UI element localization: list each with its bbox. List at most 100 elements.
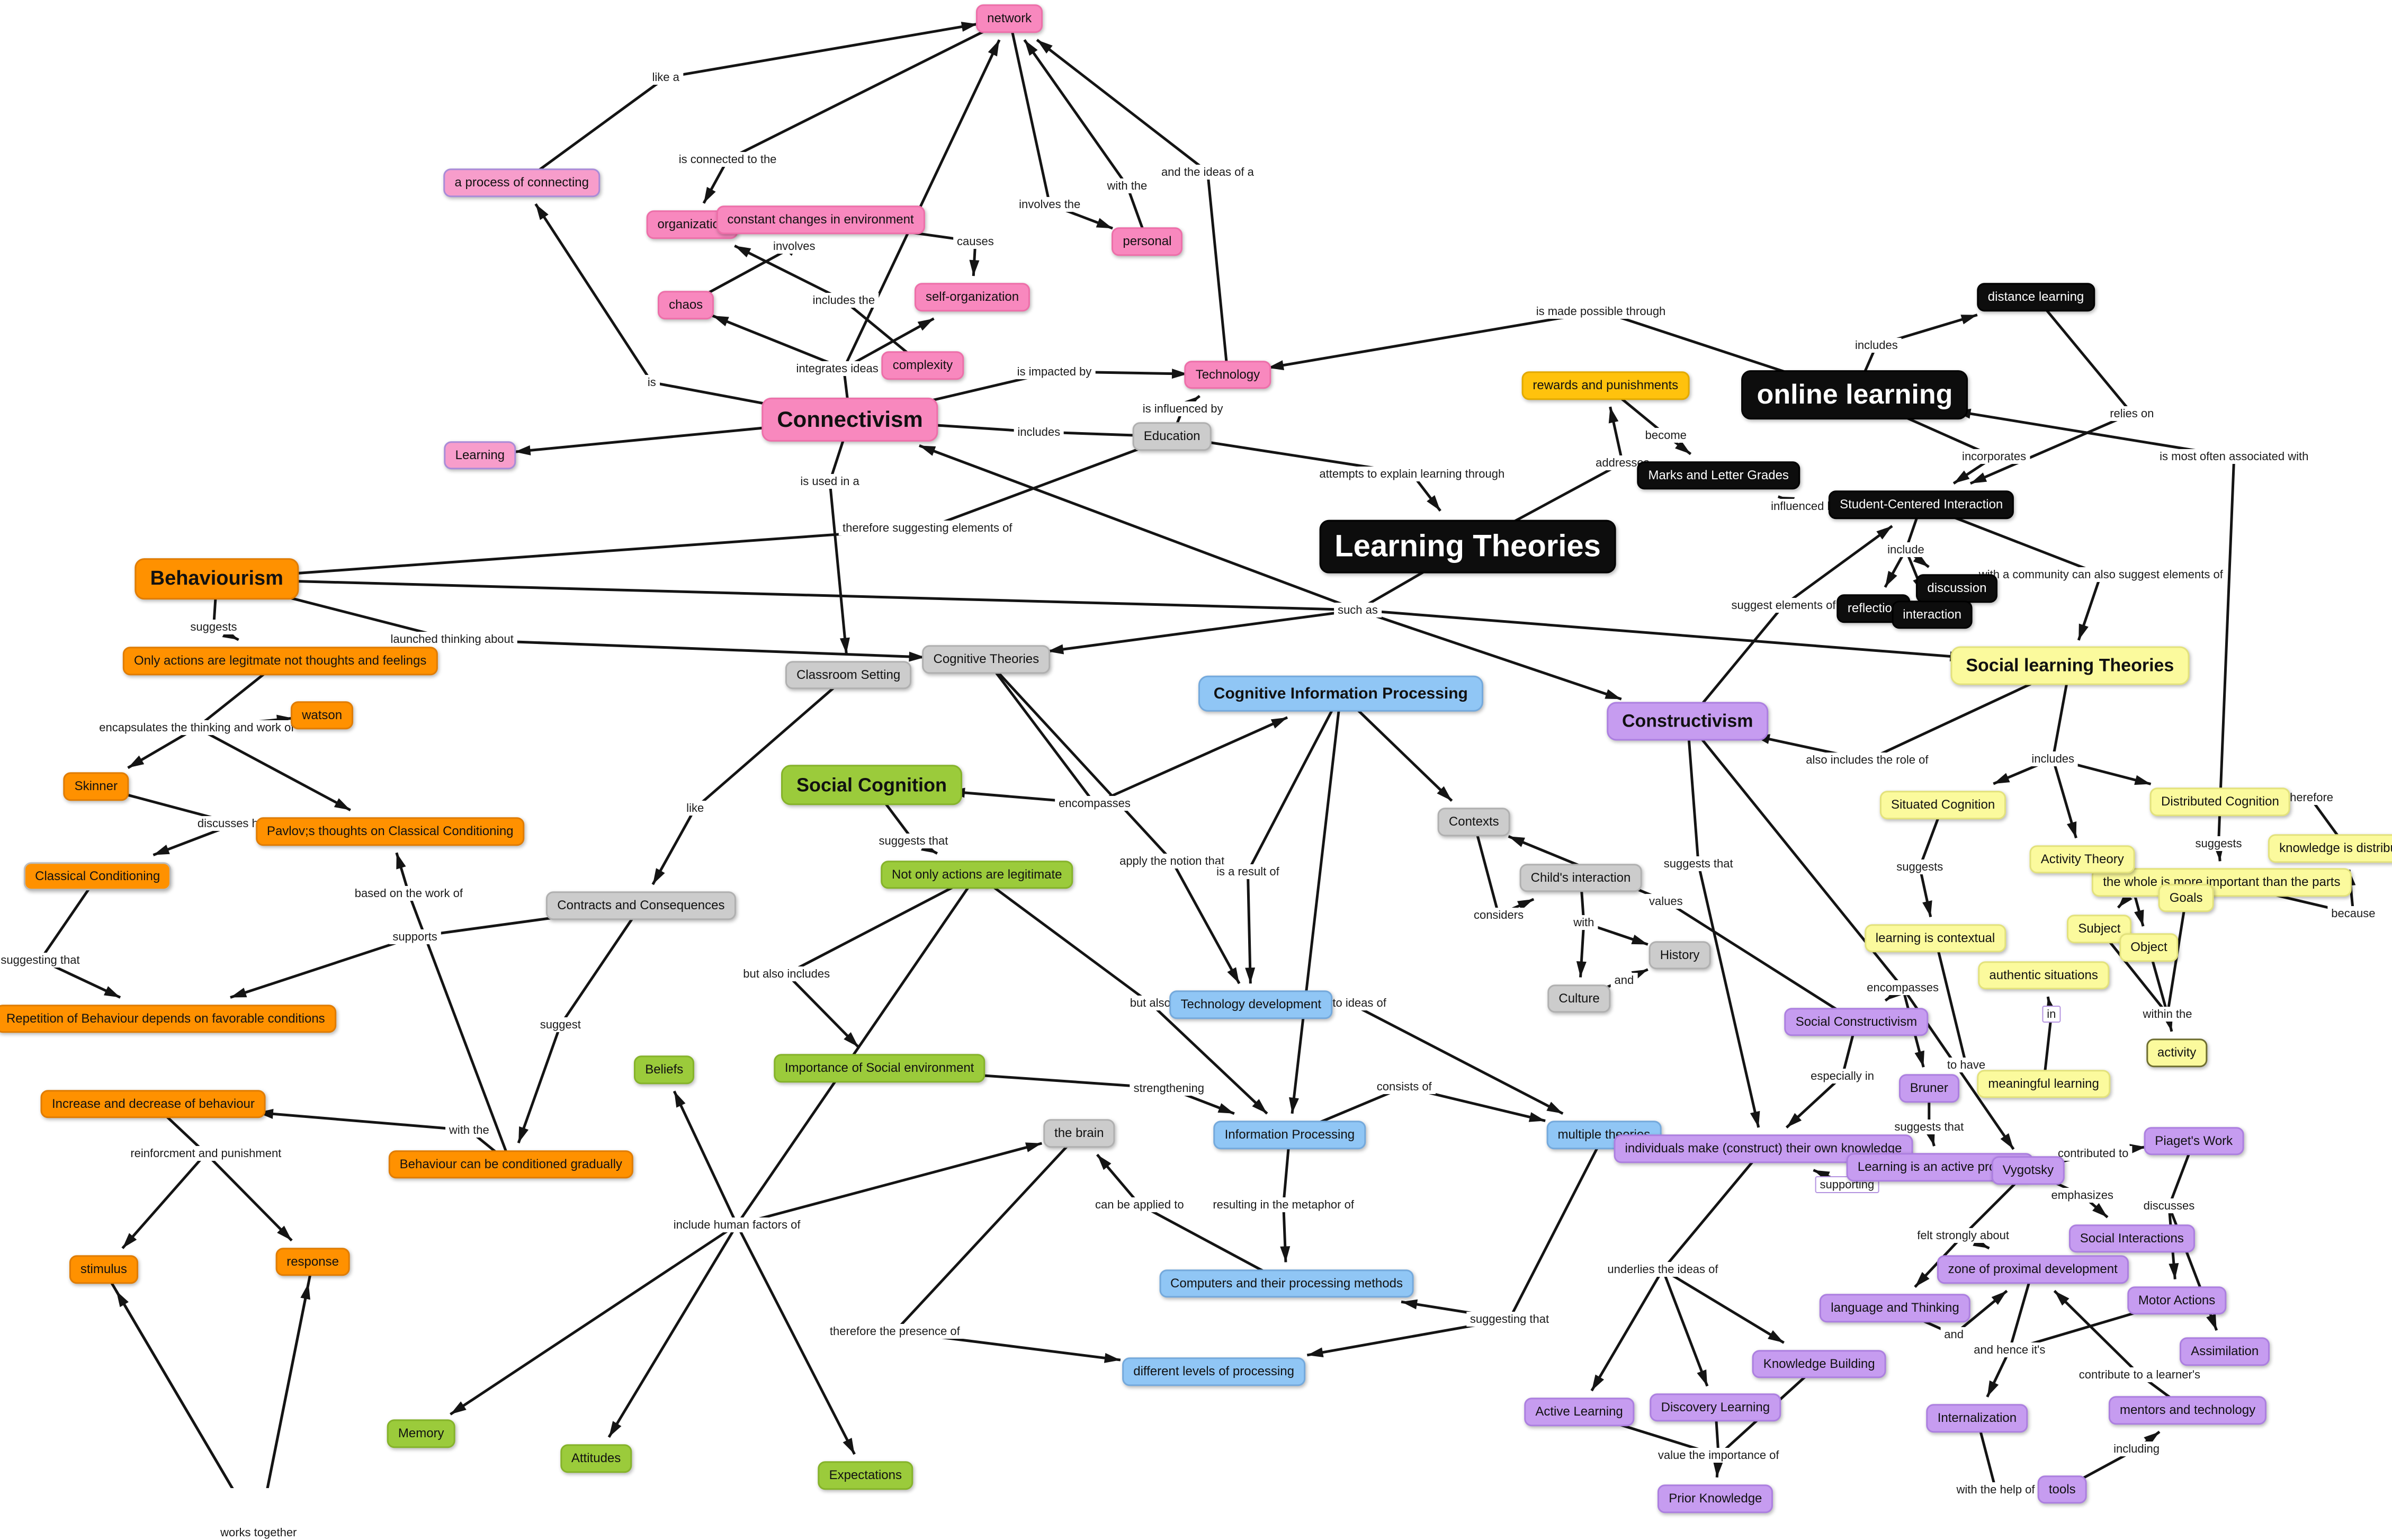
node-tools[interactable]: tools — [2037, 1475, 2087, 1504]
edge-arrowhead — [1631, 934, 1648, 945]
node-dc[interactable]: Distributed Cognition — [2150, 787, 2290, 817]
node-self_org[interactable]: self-organization — [914, 283, 1031, 312]
node-response[interactable]: response — [275, 1247, 350, 1276]
node-classical[interactable]: Classical Conditioning — [24, 862, 172, 891]
node-contracts[interactable]: Contracts and Consequences — [546, 891, 736, 920]
node-situated[interactable]: Situated Cognition — [1880, 791, 2006, 820]
edge-line — [1954, 409, 2235, 458]
node-connectivism[interactable]: Connectivism — [762, 398, 938, 442]
node-internal[interactable]: Internalization — [1926, 1404, 2028, 1432]
node-prior[interactable]: Prior Knowledge — [1658, 1484, 1773, 1513]
node-kid[interactable]: knowledge is distributed — [2268, 834, 2392, 863]
node-pavlov[interactable]: Pavlov;s thoughts on Classical Condition… — [255, 817, 525, 846]
node-tech_dev[interactable]: Technology development — [1169, 990, 1333, 1019]
node-watson[interactable]: watson — [291, 701, 354, 730]
node-auth[interactable]: authentic situations — [1978, 961, 2109, 990]
edge-arrowhead — [608, 1421, 622, 1437]
node-whole[interactable]: the whole is more important than the par… — [2092, 868, 2352, 897]
node-repetition[interactable]: Repetition of Behaviour depends on favor… — [0, 1004, 336, 1033]
node-sci[interactable]: Student-Centered Interaction — [1829, 490, 2014, 519]
edge-arrowhead — [334, 798, 351, 810]
node-online[interactable]: online learning — [1741, 370, 1968, 420]
node-beliefs[interactable]: Beliefs — [634, 1055, 695, 1084]
node-assim[interactable]: Assimilation — [2180, 1337, 2270, 1366]
node-personal[interactable]: personal — [1112, 227, 1183, 256]
node-activity_theory[interactable]: Activity Theory — [2029, 845, 2135, 874]
node-slt[interactable]: Social learning Theories — [1950, 646, 2190, 685]
node-kb[interactable]: Knowledge Building — [1752, 1349, 1886, 1378]
node-mentors[interactable]: mentors and technology — [2108, 1396, 2267, 1425]
node-education[interactable]: Education — [1132, 422, 1212, 451]
edge-line — [843, 317, 935, 370]
node-object[interactable]: Object — [2119, 933, 2179, 962]
node-expectations[interactable]: Expectations — [818, 1461, 913, 1490]
node-cog_theories[interactable]: Cognitive Theories — [922, 645, 1051, 674]
node-stimulus[interactable]: stimulus — [69, 1255, 138, 1284]
edge-line — [517, 1024, 562, 1144]
node-lic[interactable]: learning is contextual — [1864, 924, 2006, 953]
node-childs[interactable]: Child's interaction — [1519, 863, 1642, 892]
node-brain[interactable]: the brain — [1043, 1119, 1115, 1148]
node-a_process[interactable]: a process of connecting — [443, 168, 600, 197]
node-distance[interactable]: distance learning — [1976, 283, 2095, 312]
edge-label-value_imp: value the importance of — [1654, 1448, 1783, 1463]
node-cip[interactable]: Cognitive Information Processing — [1198, 675, 1483, 712]
edge-arrowhead — [1750, 1111, 1760, 1128]
node-marks[interactable]: Marks and Letter Grades — [1637, 461, 1800, 490]
node-dlp[interactable]: different levels of processing — [1122, 1357, 1305, 1386]
node-increase[interactable]: Increase and decrease of behaviour — [40, 1089, 266, 1118]
node-behaviourism[interactable]: Behaviourism — [135, 558, 299, 600]
node-social_inter[interactable]: Social Interactions — [2068, 1224, 2195, 1253]
node-contexts[interactable]: Contexts — [1437, 808, 1510, 837]
edge-arrowhead — [230, 988, 247, 998]
edge-arrowhead — [2134, 775, 2151, 785]
node-discovery[interactable]: Discovery Learning — [1650, 1393, 1781, 1422]
edge-label-with_the_net: with the — [1103, 178, 1151, 193]
edge-line — [1665, 900, 1857, 1023]
edge-label-apply: apply the notion that — [1116, 853, 1229, 869]
node-constant_changes[interactable]: constant changes in environment — [716, 205, 925, 234]
node-piaget[interactable]: Piaget's Work — [2144, 1126, 2244, 1156]
node-discussion[interactable]: discussion — [1916, 574, 1998, 603]
edge-label-emphasizes: emphasizes — [2047, 1188, 2117, 1203]
node-not_only[interactable]: Not only actions are legitimate — [881, 861, 1073, 889]
node-culture[interactable]: Culture — [1547, 984, 1611, 1013]
edge-line — [521, 76, 667, 184]
edge-arrowhead — [1993, 773, 2010, 784]
node-skinner[interactable]: Skinner — [63, 772, 129, 801]
edge-line — [1686, 721, 1700, 864]
node-rewards[interactable]: rewards and punishments — [1521, 371, 1690, 400]
node-lang[interactable]: language and Thinking — [1820, 1294, 1970, 1323]
edge-label-includes_slt: includes — [2028, 751, 2079, 766]
node-network[interactable]: network — [976, 4, 1043, 33]
node-interaction[interactable]: interaction — [1892, 600, 1973, 629]
node-computers[interactable]: Computers and their processing methods — [1159, 1269, 1414, 1298]
node-chaos[interactable]: chaos — [658, 291, 714, 319]
node-importance[interactable]: Importance of Social environment — [773, 1054, 986, 1083]
node-lt[interactable]: Learning Theories — [1319, 520, 1616, 574]
node-meaningful[interactable]: meaningful learning — [1977, 1069, 2110, 1098]
node-learning_node[interactable]: Learning — [444, 441, 516, 470]
edge-label-consists: consists of — [1373, 1079, 1436, 1095]
node-active[interactable]: Active Learning — [1524, 1398, 1634, 1427]
node-attitudes[interactable]: Attitudes — [560, 1444, 632, 1473]
node-behaviour_grad[interactable]: Behaviour can be conditioned gradually — [388, 1150, 633, 1179]
node-social_constructivism[interactable]: Social Constructivism — [1784, 1007, 1929, 1036]
node-goals[interactable]: Goals — [2158, 883, 2214, 912]
node-constructivism[interactable]: Constructivism — [1606, 702, 1769, 741]
node-vygotsky[interactable]: Vygotsky — [1991, 1156, 2065, 1185]
edge-line — [1508, 1134, 1606, 1320]
node-complexity[interactable]: complexity — [881, 351, 964, 380]
node-bruner[interactable]: Bruner — [1898, 1074, 1959, 1103]
node-memory[interactable]: Memory — [387, 1419, 455, 1448]
node-classroom[interactable]: Classroom Setting — [785, 660, 912, 690]
node-history[interactable]: History — [1649, 941, 1711, 970]
node-social_cog[interactable]: Social Cognition — [781, 765, 962, 805]
node-activity[interactable]: activity — [2146, 1038, 2208, 1067]
node-only_actions[interactable]: Only actions are legitmate not thoughts … — [122, 647, 438, 676]
node-motor[interactable]: Motor Actions — [2127, 1286, 2227, 1315]
node-zone[interactable]: zone of proximal development — [1937, 1255, 2129, 1284]
node-technology[interactable]: Technology — [1184, 360, 1271, 389]
node-subject[interactable]: Subject — [2067, 915, 2132, 943]
node-info_proc[interactable]: Information Processing — [1213, 1121, 1366, 1149]
